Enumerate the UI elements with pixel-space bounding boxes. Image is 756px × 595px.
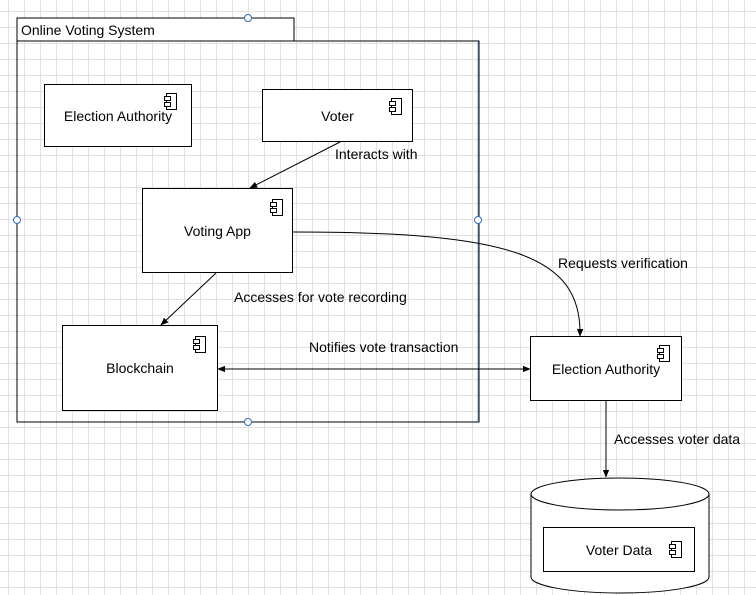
resize-handle-left[interactable] bbox=[13, 216, 21, 224]
component-label: Voter Data bbox=[585, 541, 653, 558]
component-voting-app[interactable]: Voting App bbox=[142, 188, 293, 273]
component-election-authority-inner[interactable]: Election Authority bbox=[44, 84, 192, 147]
component-icon bbox=[657, 345, 670, 362]
resize-handle-right[interactable] bbox=[474, 216, 482, 224]
edge-label-requests-verification: Requests verification bbox=[558, 255, 688, 271]
resize-handle-top[interactable] bbox=[244, 14, 252, 22]
resize-handle-bottom[interactable] bbox=[244, 418, 252, 426]
component-label: Voting App bbox=[184, 222, 251, 239]
component-label: Voter bbox=[321, 107, 354, 124]
component-label: Election Authority bbox=[551, 360, 661, 377]
component-voter[interactable]: Voter bbox=[262, 89, 413, 142]
component-election-authority-outer[interactable]: Election Authority bbox=[530, 336, 682, 401]
edge-label-accesses-for-vote-recording: Accesses for vote recording bbox=[234, 289, 407, 305]
component-icon bbox=[164, 93, 177, 110]
package-tab-shape bbox=[16, 17, 295, 41]
component-icon bbox=[270, 199, 283, 216]
edge-voter-to-votingapp[interactable] bbox=[249, 141, 341, 189]
edge-label-interacts-with: Interacts with bbox=[335, 146, 418, 162]
component-voter-data[interactable]: Voter Data bbox=[543, 527, 695, 572]
edge-label-accesses-voter-data: Accesses voter data bbox=[614, 431, 741, 447]
package-title: Online Voting System bbox=[21, 22, 155, 38]
component-icon bbox=[669, 541, 682, 558]
component-label: Blockchain bbox=[106, 360, 174, 376]
component-icon bbox=[389, 98, 402, 115]
edge-label-notifies-vote-transaction: Notifies vote transaction bbox=[309, 339, 459, 355]
component-icon bbox=[193, 336, 206, 353]
edge-votingapp-to-blockchain[interactable] bbox=[160, 272, 217, 326]
edge-votingapp-to-election-authority[interactable] bbox=[292, 231, 584, 337]
component-blockchain[interactable]: Blockchain bbox=[62, 325, 218, 411]
component-label: Election Authority bbox=[63, 107, 173, 124]
